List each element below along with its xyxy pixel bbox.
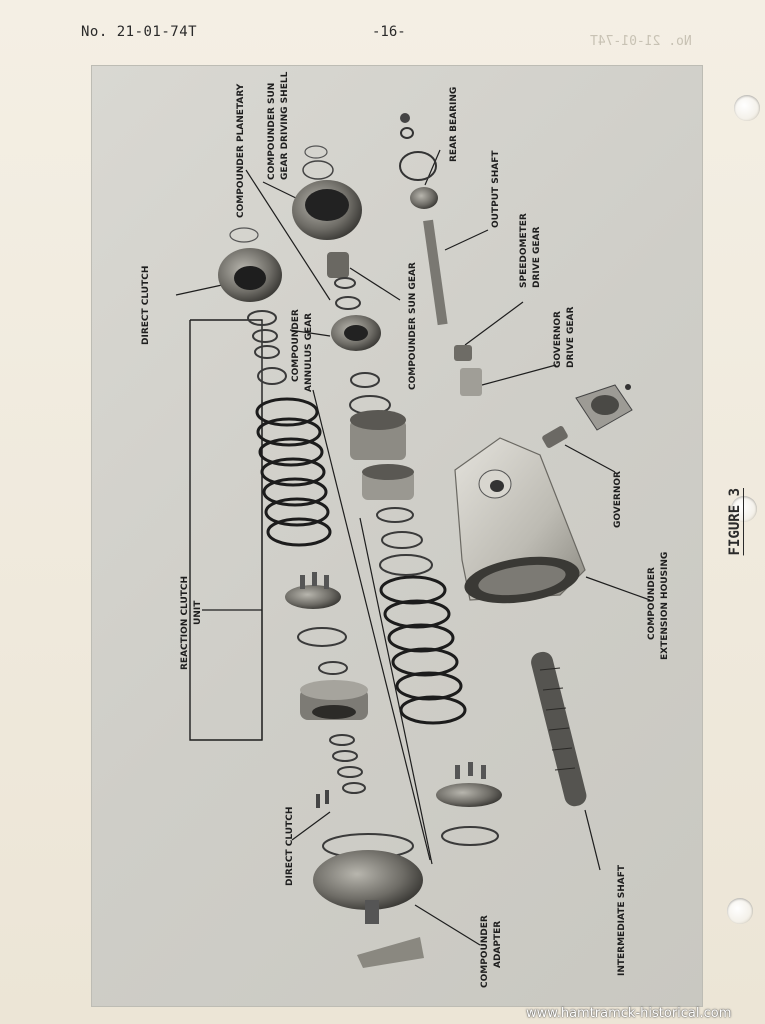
label-output-shaft: OUTPUT SHAFT [491,150,501,228]
label-annulus-1: COMPOUNDER [291,309,301,382]
label-extension-2: EXTENSION HOUSING [660,552,670,660]
label-direct-clutch-bottom: DIRECT CLUTCH [285,807,295,886]
label-compounder-sun-gear: COMPOUNDER SUN GEAR [408,262,418,390]
binder-hole-middle [731,496,757,522]
label-compounder-planetary: COMPOUNDER PLANETARY [236,83,246,218]
parts [218,113,633,968]
label-reaction-1: REACTION CLUTCH [180,576,190,670]
label-adapter-1: COMPOUNDER [480,915,490,988]
figure-side-label: FIGURE 3 [727,488,743,556]
label-adapter-2: ADAPTER [493,921,503,968]
site-watermark: www.hamtramck-historical.com [526,1006,732,1021]
label-annulus-2: ANNULUS GEAR [304,313,314,392]
label-governor-drive-1: GOVERNOR [553,311,563,368]
label-direct-clutch-top: DIRECT CLUTCH [141,266,151,345]
label-governor: GOVERNOR [613,471,623,528]
label-extension-1: COMPOUNDER [647,567,657,640]
label-sun-gear-shell-1: COMPOUNDER SUN [267,83,277,180]
label-intermediate-shaft: INTERMEDIATE SHAFT [617,864,627,976]
page-number: -16- [372,24,406,40]
binder-hole-top [734,95,760,121]
binder-hole-bottom [727,898,753,924]
label-sun-gear-shell-2: GEAR DRIVING SHELL [280,71,290,180]
label-rear-bearing: REAR BEARING [449,87,459,162]
label-reaction-2: UNIT [193,600,203,625]
label-speedometer-2: DRIVE GEAR [532,227,542,288]
label-speedometer-1: SPEEDOMETER [519,213,529,288]
exploded-view-photo [92,66,702,1006]
document-number: No. 21-01-74T [81,24,198,40]
part-labels: COMPOUNDER PLANETARY COMPOUNDER SUN GEAR… [141,71,670,988]
label-governor-drive-2: DRIVE GEAR [566,307,576,368]
